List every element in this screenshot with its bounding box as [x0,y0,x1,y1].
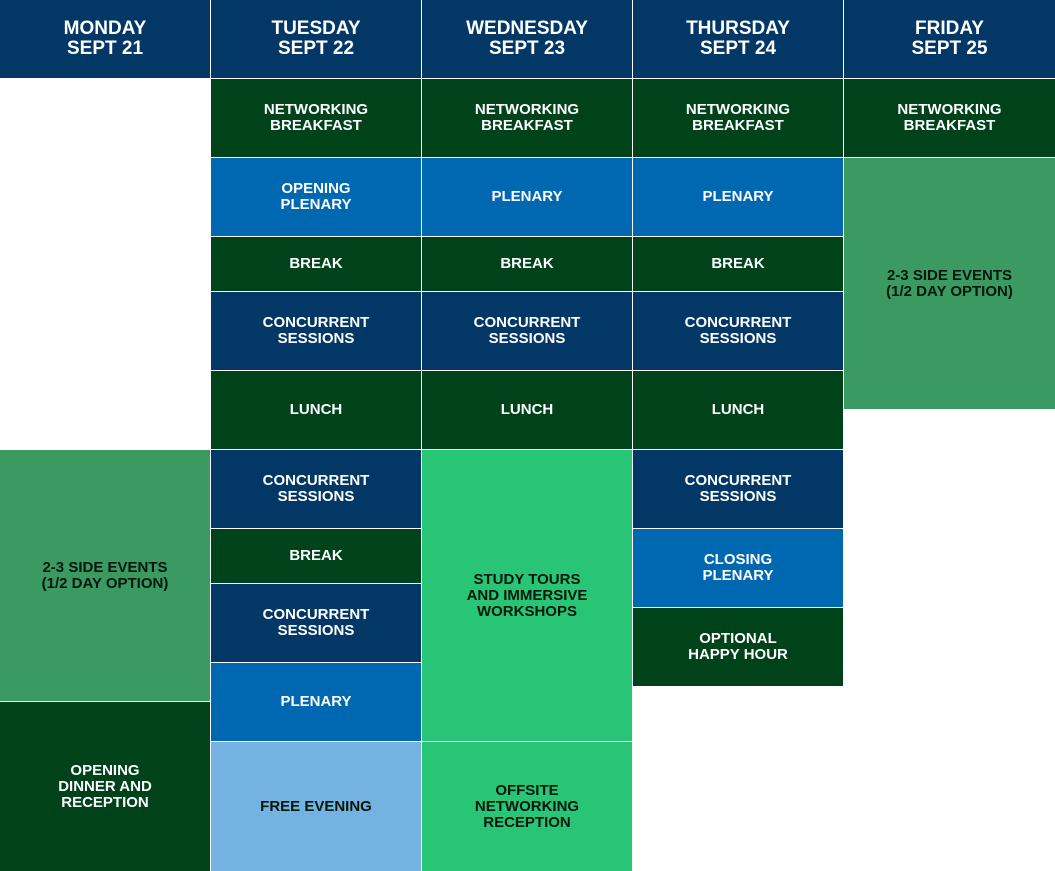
event-breakfast: NETWORKING BREAKFAST [422,79,632,157]
event-lunch: LUNCH [211,371,421,449]
event-offsite-reception: OFFSITE NETWORKING RECEPTION [422,742,632,871]
event-plenary: PLENARY [422,158,632,236]
event-plenary: PLENARY [633,158,843,236]
event-break: BREAK [422,237,632,291]
event-concurrent-sessions: CONCURRENT SESSIONS [211,450,421,528]
event-happy-hour: OPTIONAL HAPPY HOUR [633,608,843,686]
event-concurrent-sessions: CONCURRENT SESSIONS [211,292,421,370]
event-concurrent-sessions: CONCURRENT SESSIONS [211,584,421,662]
event-opening-dinner: OPENING DINNER AND RECEPTION [0,702,210,871]
event-concurrent-sessions: CONCURRENT SESSIONS [422,292,632,370]
event-breakfast: NETWORKING BREAKFAST [211,79,421,157]
event-lunch: LUNCH [422,371,632,449]
event-breakfast: NETWORKING BREAKFAST [633,79,843,157]
event-side-events: 2-3 SIDE EVENTS (1/2 DAY OPTION) [844,158,1055,409]
event-break: BREAK [211,529,421,583]
event-opening-plenary: OPENING PLENARY [211,158,421,236]
event-free-evening: FREE EVENING [211,742,421,871]
event-study-tours: STUDY TOURS AND IMMERSIVE WORKSHOPS [422,450,632,741]
event-lunch: LUNCH [633,371,843,449]
event-side-events: 2-3 SIDE EVENTS (1/2 DAY OPTION) [0,450,210,701]
event-break: BREAK [633,237,843,291]
event-plenary: PLENARY [211,663,421,741]
event-concurrent-sessions: CONCURRENT SESSIONS [633,292,843,370]
event-concurrent-sessions: CONCURRENT SESSIONS [633,450,843,528]
event-break: BREAK [211,237,421,291]
event-closing-plenary: CLOSING PLENARY [633,529,843,607]
event-breakfast: NETWORKING BREAKFAST [844,79,1055,157]
